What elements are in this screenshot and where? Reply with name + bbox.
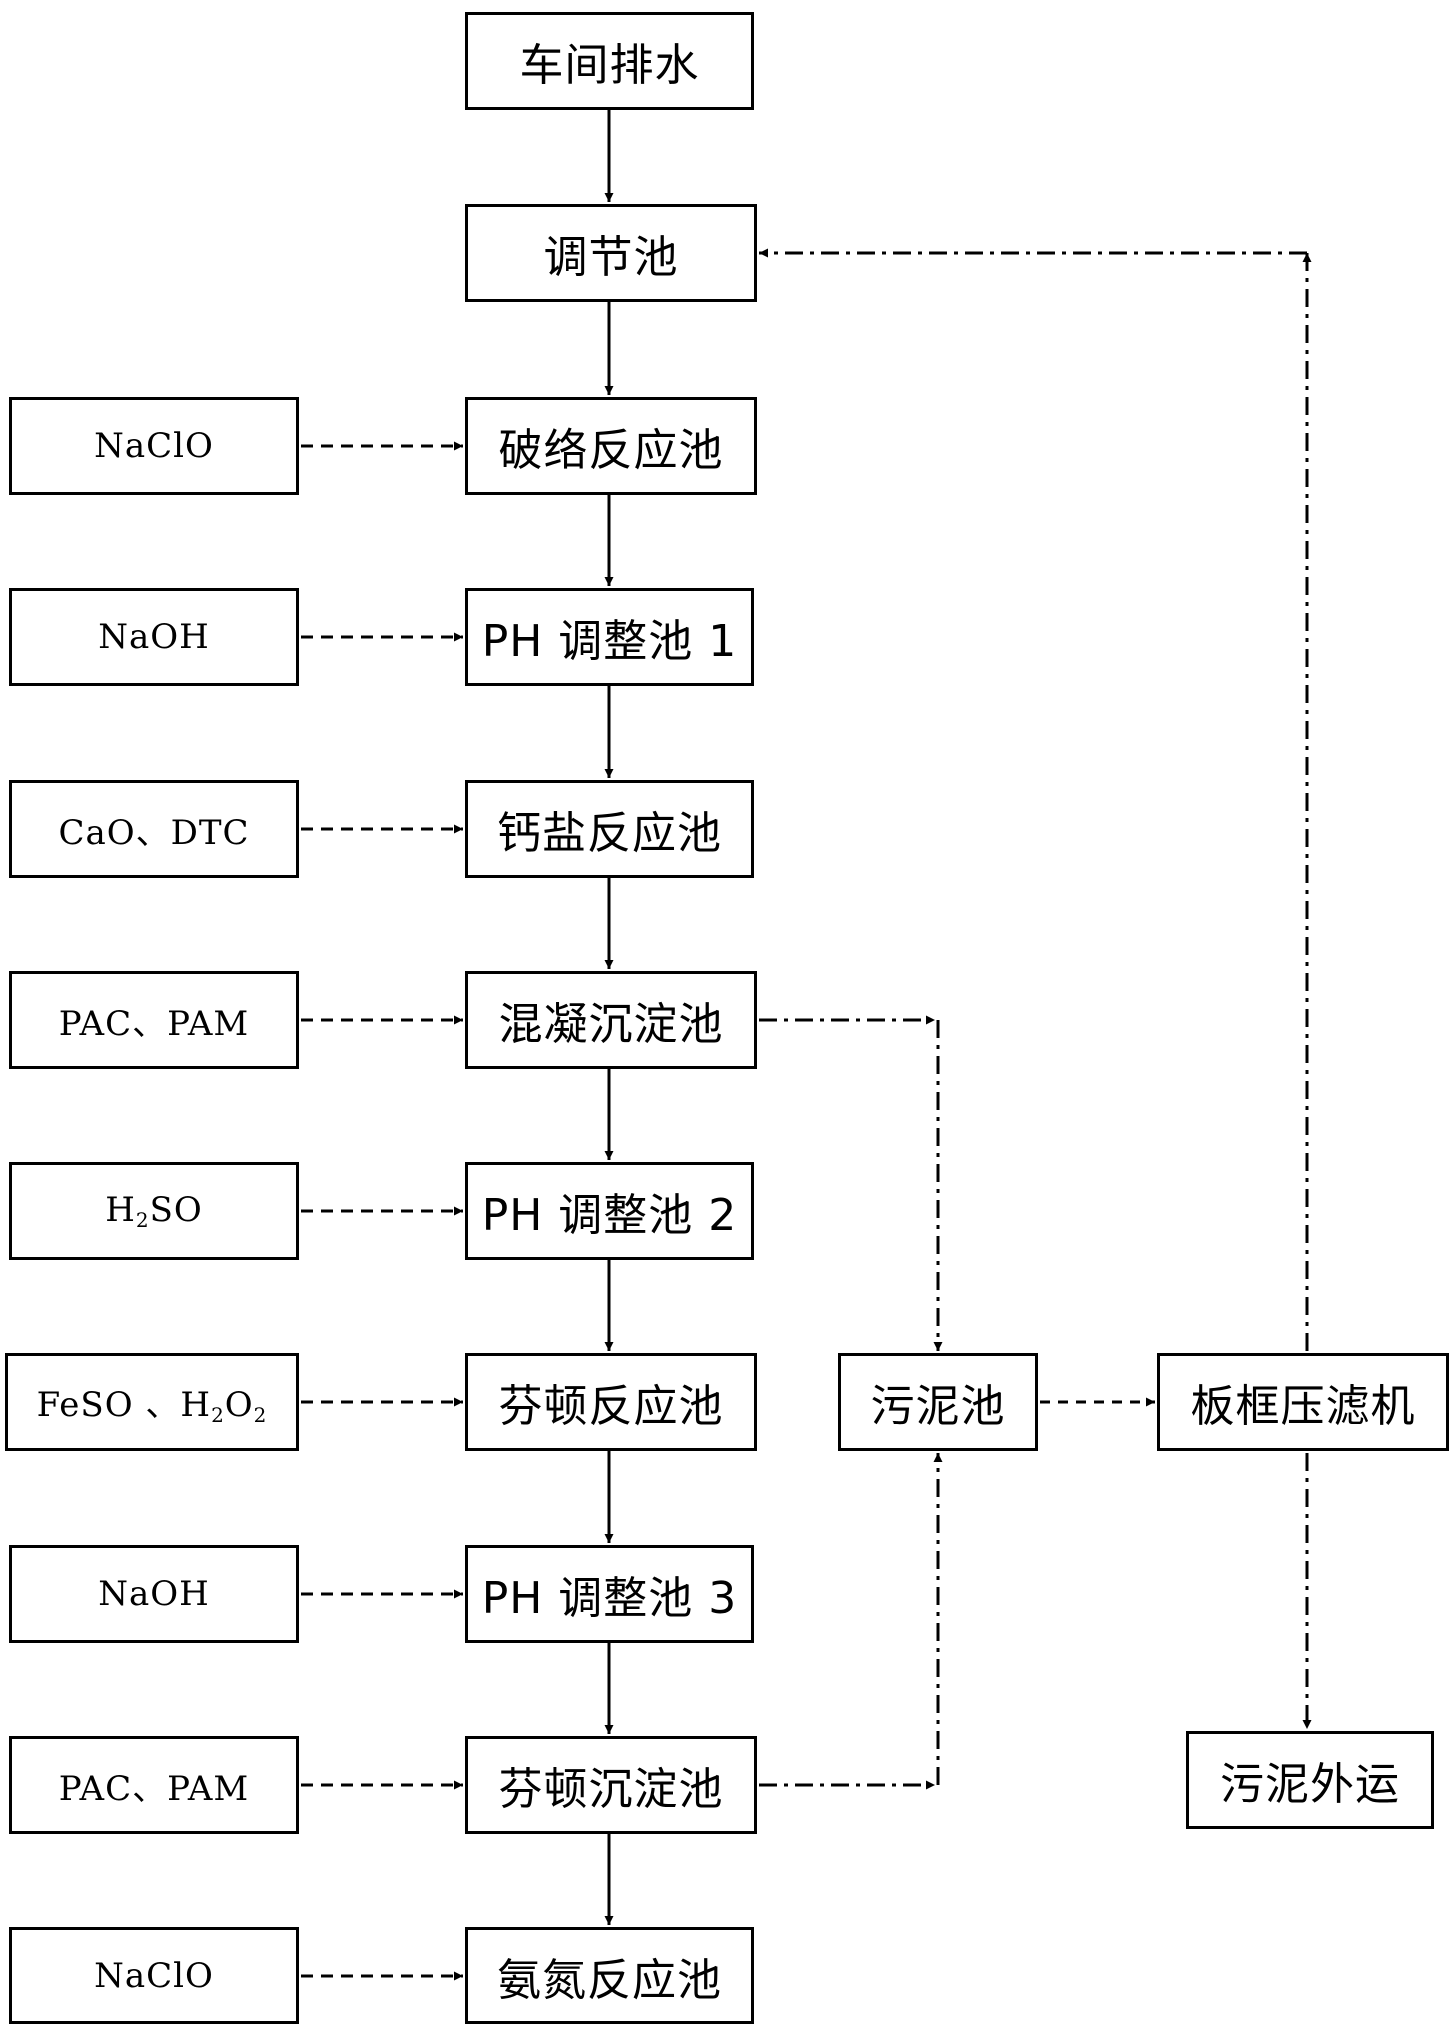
reagent-naoh-1-box: NaOH [9, 588, 299, 686]
ph-adjust-tank-1-label: PH 调整池 1 [481, 616, 738, 667]
ph-adjust-tank-3-box: PH 调整池 3 [465, 1545, 754, 1643]
ammonia-nitrogen-tank-label: 氨氮反应池 [497, 1954, 722, 2006]
sludge-tank-box: 污泥池 [838, 1353, 1038, 1451]
reagent-naclo-2-box: NaClO [9, 1927, 299, 2024]
calcium-salt-tank-box: 钙盐反应池 [465, 780, 754, 878]
coagulation-sedimentation-tank-box: 混凝沉淀池 [465, 971, 757, 1069]
reagent-naclo-1-label: NaClO [94, 426, 214, 466]
ph-adjust-tank-1-box: PH 调整池 1 [465, 588, 754, 686]
sludge-flow-lines [759, 248, 1312, 1790]
fenton-sedimentation-tank-box: 芬顿沉淀池 [465, 1736, 757, 1834]
reagent-naoh-1-label: NaOH [98, 617, 210, 657]
workshop-drainage-box: 车间排水 [465, 12, 754, 110]
reagent-naoh-2-label: NaOH [98, 1574, 210, 1614]
h2o2-subscript-2: 2 [253, 1403, 268, 1427]
ph-adjust-tank-3-label: PH 调整池 3 [481, 1573, 738, 1624]
h2o2-o: O [224, 1385, 254, 1425]
reagent-pac-pam-2-box: PAC、PAM [9, 1736, 299, 1834]
reagent-naclo-2-label: NaClO [94, 1955, 214, 1996]
fenton-reaction-tank-box: 芬顿反应池 [465, 1353, 757, 1451]
sludge-transport-box: 污泥外运 [1186, 1731, 1434, 1829]
reagent-cao-dtc-label: CaO、DTC [58, 812, 250, 853]
reagent-pac-pam-1-box: PAC、PAM [9, 971, 299, 1069]
reagent-naclo-1-box: NaClO [9, 397, 299, 495]
ph-adjust-tank-2-label: PH 调整池 2 [481, 1190, 738, 1241]
coagulation-sedimentation-tank-label: 混凝沉淀池 [498, 999, 724, 1050]
complex-breaking-tank-label: 破络反应池 [498, 425, 724, 476]
reagent-h2so-label: H2SO [105, 1190, 203, 1232]
reagent-pac-pam-1-label: PAC、PAM [58, 1003, 250, 1044]
fenton-reaction-tank-label: 芬顿反应池 [498, 1381, 724, 1432]
reagent-cao-dtc-box: CaO、DTC [9, 780, 299, 878]
ph-adjust-tank-2-box: PH 调整池 2 [465, 1162, 754, 1260]
reagent-dosing-arrows [301, 441, 463, 1981]
reagent-pac-pam-2-label: PAC、PAM [58, 1768, 250, 1809]
filter-press-box: 板框压滤机 [1157, 1353, 1449, 1451]
workshop-drainage-label: 车间排水 [519, 40, 700, 91]
h2so-subscript: 2 [135, 1208, 150, 1232]
regulating-tank-label: 调节池 [543, 232, 679, 283]
feso-h: FeSO 、H [36, 1385, 212, 1425]
regulating-tank-box: 调节池 [465, 204, 757, 302]
ammonia-nitrogen-tank-box: 氨氮反应池 [465, 1927, 754, 2024]
reagent-naoh-2-box: NaOH [9, 1545, 299, 1643]
complex-breaking-tank-box: 破络反应池 [465, 397, 757, 495]
h2o2-subscript-1: 2 [211, 1403, 225, 1427]
fenton-sedimentation-tank-label: 芬顿沉淀池 [498, 1764, 724, 1815]
reagent-feso-h2o2-box: FeSO 、H2O2 [5, 1353, 299, 1451]
sludge-tank-label: 污泥池 [870, 1381, 1006, 1432]
reagent-h2so-box: H2SO [9, 1162, 299, 1260]
h2so-so: SO [149, 1190, 203, 1230]
filter-press-label: 板框压滤机 [1190, 1381, 1416, 1432]
h2so-h: H [105, 1190, 136, 1230]
calcium-salt-tank-label: 钙盐反应池 [497, 808, 722, 859]
reagent-feso-h2o2-label: FeSO 、H2O2 [37, 1377, 268, 1427]
sludge-transport-label: 污泥外运 [1220, 1759, 1400, 1810]
